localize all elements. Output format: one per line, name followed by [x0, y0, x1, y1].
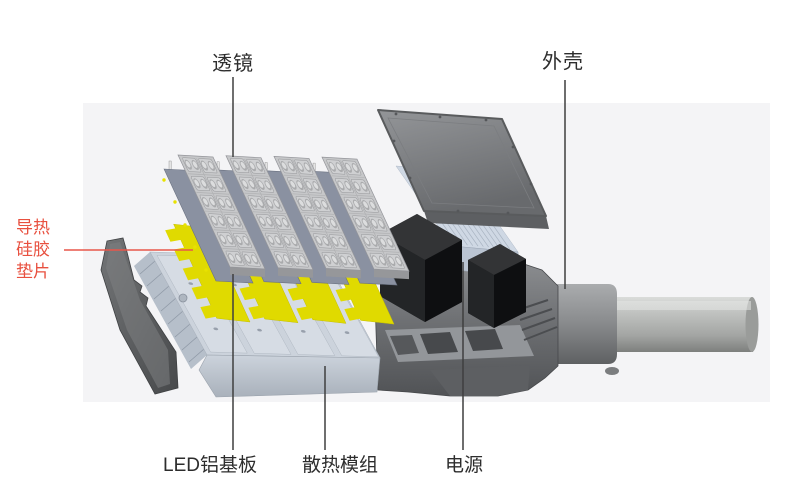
- cover-screws: [392, 112, 533, 215]
- arm-collar: [552, 284, 619, 375]
- label-lens: 透镜: [212, 53, 254, 75]
- label-led-board: LED铝基板: [163, 455, 257, 476]
- label-thermal-pad: 导热 硅胶 垫片: [16, 217, 50, 283]
- mounting-arm: [601, 297, 759, 352]
- label-thermal-pad-line1: 导热: [16, 218, 50, 237]
- label-thermal-pad-line3: 垫片: [16, 262, 50, 281]
- label-thermal-pad-line2: 硅胶: [16, 240, 50, 259]
- housing-ribs: [517, 299, 558, 341]
- label-heatsink: 散热模组: [302, 455, 379, 476]
- leader-lines: [232, 77, 566, 450]
- heatsink-front-face: [198, 354, 381, 398]
- psu-box-right: [468, 244, 526, 328]
- psu-cover-plate: [377, 109, 549, 229]
- heatsink-screw-boss: [178, 293, 188, 303]
- label-housing: 外壳: [542, 51, 584, 73]
- label-power: 电源: [445, 455, 484, 476]
- end-cap: [100, 237, 179, 395]
